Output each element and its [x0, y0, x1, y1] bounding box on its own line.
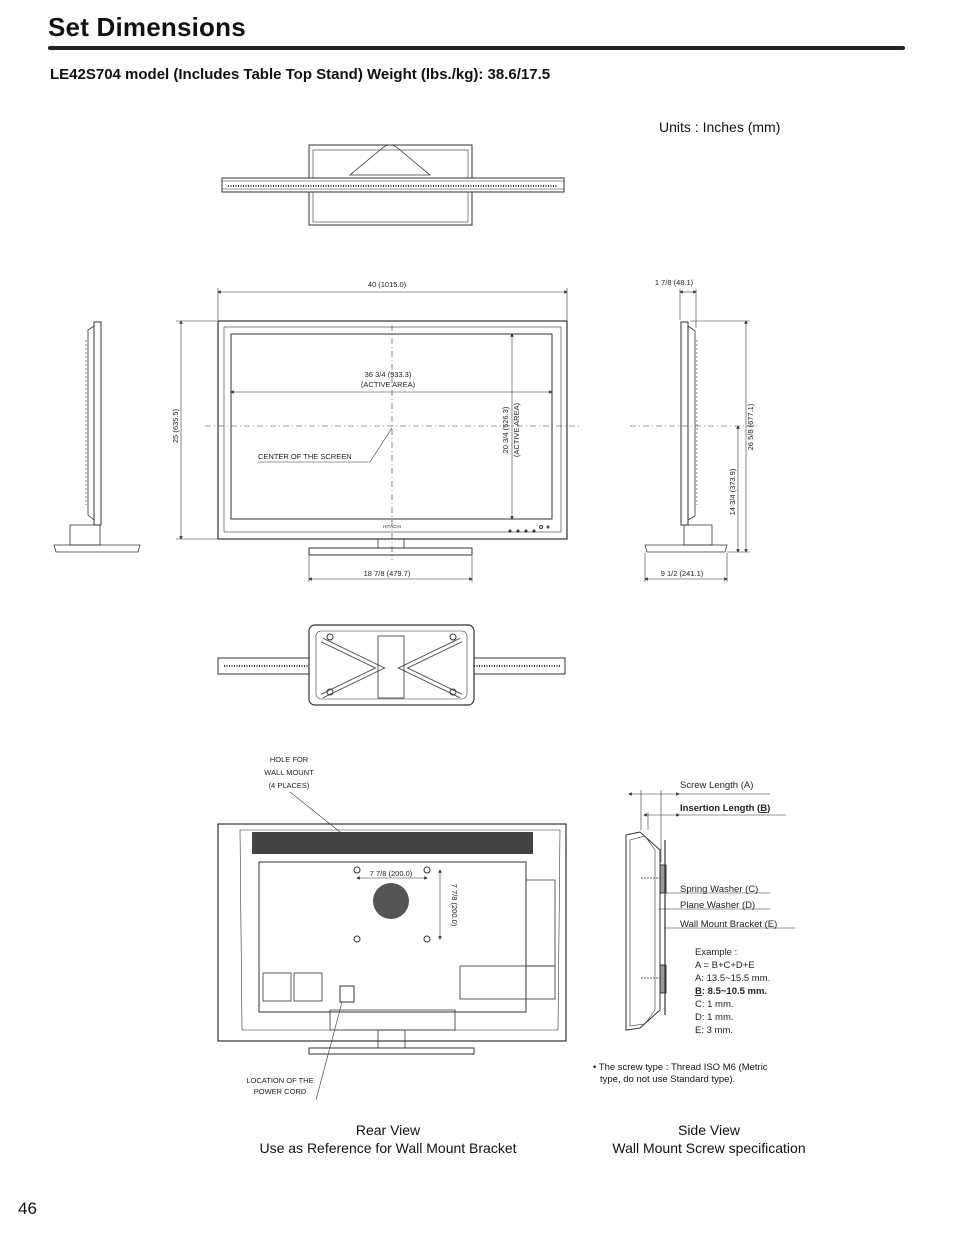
- example-title: Example :: [695, 947, 737, 958]
- page-title: Set Dimensions: [48, 12, 246, 42]
- example-d-value: D: 1 mm.: [695, 1012, 734, 1023]
- brand-logo: HITACHI: [383, 524, 401, 529]
- hole-label-line3: (4 PLACES): [269, 781, 310, 790]
- rear-view-caption-line2: Use as Reference for Wall Mount Bracket: [259, 1140, 517, 1156]
- side-view-caption: Side View Wall Mount Screw specification: [590, 1121, 828, 1157]
- screw-type-note-line1: • The screw type : Thread ISO M6 (Metric: [593, 1062, 768, 1073]
- side-view-caption-line1: Side View: [677, 1122, 740, 1138]
- depth-label: 1 7/8 (48.1): [655, 278, 694, 287]
- rear-view-drawing: [217, 823, 567, 1055]
- example-c-value: C: 1 mm.: [695, 999, 734, 1010]
- plane-washer-label: Plane Washer (D): [680, 900, 755, 911]
- total-height-label: 26 5/8 (677.1): [746, 403, 755, 450]
- hole-label-line2: WALL MOUNT: [264, 768, 314, 777]
- example-a-value: A: 13.5~15.5 mm.: [695, 973, 770, 984]
- title-divider: [48, 46, 905, 50]
- example-formula: A = B+C+D+E: [695, 960, 755, 971]
- active-width-sublabel: (ACTIVE AREA): [361, 380, 416, 389]
- units-note: Units : Inches (mm): [659, 119, 781, 135]
- insertion-length-label: Insertion Length (B): [680, 803, 770, 814]
- top-view-drawing: [221, 144, 565, 226]
- side-view-caption-line2: Wall Mount Screw specification: [612, 1140, 806, 1156]
- hole-width-label: 7 7/8 (200.0): [370, 869, 413, 878]
- power-cord-label-line1: LOCATION OF THE: [246, 1076, 313, 1085]
- bottom-view-drawing: [217, 624, 566, 706]
- example-b-value: B: 8.5~10.5 mm.: [695, 986, 767, 997]
- spring-washer-label: Spring Washer (C): [680, 884, 758, 895]
- rear-view-caption-line1: Rear View: [355, 1122, 421, 1138]
- stand-width-label: 18 7/8 (479.7): [364, 569, 411, 578]
- front-view-dimension-lines: [176, 288, 568, 582]
- right-side-dimension-lines: [644, 289, 750, 582]
- power-cord-label-line2: POWER CORD: [254, 1087, 307, 1096]
- overall-height-label: 25 (635.5): [171, 408, 180, 443]
- active-height-sublabel: (ACTIVE AREA): [512, 402, 521, 457]
- hole-label-line1: HOLE FOR: [270, 755, 309, 764]
- stand-depth-label: 9 1/2 (241.1): [661, 569, 704, 578]
- active-width-label: 36 3/4 (933.3): [365, 370, 412, 379]
- wall-mount-bracket-label: Wall Mount Bracket (E): [680, 919, 777, 930]
- overall-width-label: 40 (1015.0): [368, 280, 407, 289]
- active-height-label: 20 3/4 (526.3): [501, 406, 510, 453]
- right-side-view-drawing: [630, 321, 760, 553]
- screw-spec-leaders: [628, 790, 795, 929]
- hole-height-label: 7 7/8 (200.0): [450, 884, 459, 927]
- screw-type-note-line2: type, do not use Standard type).: [600, 1074, 736, 1085]
- rear-view-dimension-lines: [289, 791, 442, 1101]
- left-side-view-drawing: [53, 321, 141, 553]
- center-height-label: 14 3/4 (373.9): [728, 468, 737, 515]
- center-of-screen-label: CENTER OF THE SCREEN: [258, 452, 352, 461]
- model-weight-heading: LE42S704 model (Includes Table Top Stand…: [50, 66, 551, 83]
- rear-view-caption: Rear View Use as Reference for Wall Moun…: [238, 1121, 538, 1157]
- screw-length-label: Screw Length (A): [680, 780, 753, 791]
- example-e-value: E: 3 mm.: [695, 1025, 733, 1036]
- front-view-drawing: [205, 320, 580, 560]
- screw-spec-drawing: [625, 831, 667, 1031]
- page-number: 46: [18, 1199, 37, 1218]
